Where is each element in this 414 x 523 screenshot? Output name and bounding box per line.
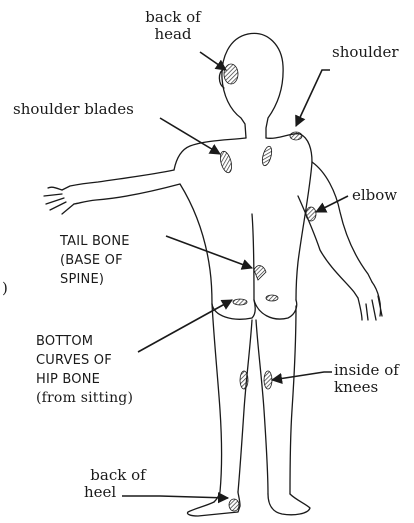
label-shoulder: shoulder: [332, 44, 399, 61]
label-elbow: elbow: [352, 187, 397, 204]
arrow-elbow: [316, 196, 348, 212]
hatch-tailbone: [254, 266, 266, 280]
arrow-hip-bone: [138, 300, 232, 352]
hatch-knee-left: [240, 371, 248, 389]
label-back-of-head: back of head: [130, 9, 216, 43]
arrow-shoulder-blades: [160, 118, 220, 154]
hatch-elbow: [306, 207, 316, 221]
pointer-arrows: [122, 52, 348, 498]
hatch-left-blade: [218, 150, 233, 174]
edge-mark: ): [2, 280, 8, 297]
hatch-knee-right: [264, 371, 272, 389]
hatch-right-blade: [261, 145, 274, 166]
arrow-shoulder: [296, 70, 330, 126]
arrow-back-of-head: [200, 52, 226, 70]
pressure-areas: [218, 64, 316, 511]
hatch-hip-right: [266, 295, 278, 301]
label-inside-of-knees: inside of knees: [334, 362, 399, 396]
label-tail-bone: TAIL BONE (BASE OF SPINE): [60, 232, 130, 289]
label-back-of-heel: back of heel: [78, 467, 158, 501]
label-hip-bone: BOTTOM CURVES OF HIP BONE (from sitting): [36, 332, 133, 408]
hatch-hip-left: [233, 299, 247, 305]
arrow-knee: [272, 372, 332, 380]
hatch-heel: [229, 499, 239, 511]
label-shoulder-blades: shoulder blades: [13, 101, 134, 118]
hatch-back-of-head: [224, 64, 238, 84]
hatch-shoulder: [290, 132, 302, 140]
